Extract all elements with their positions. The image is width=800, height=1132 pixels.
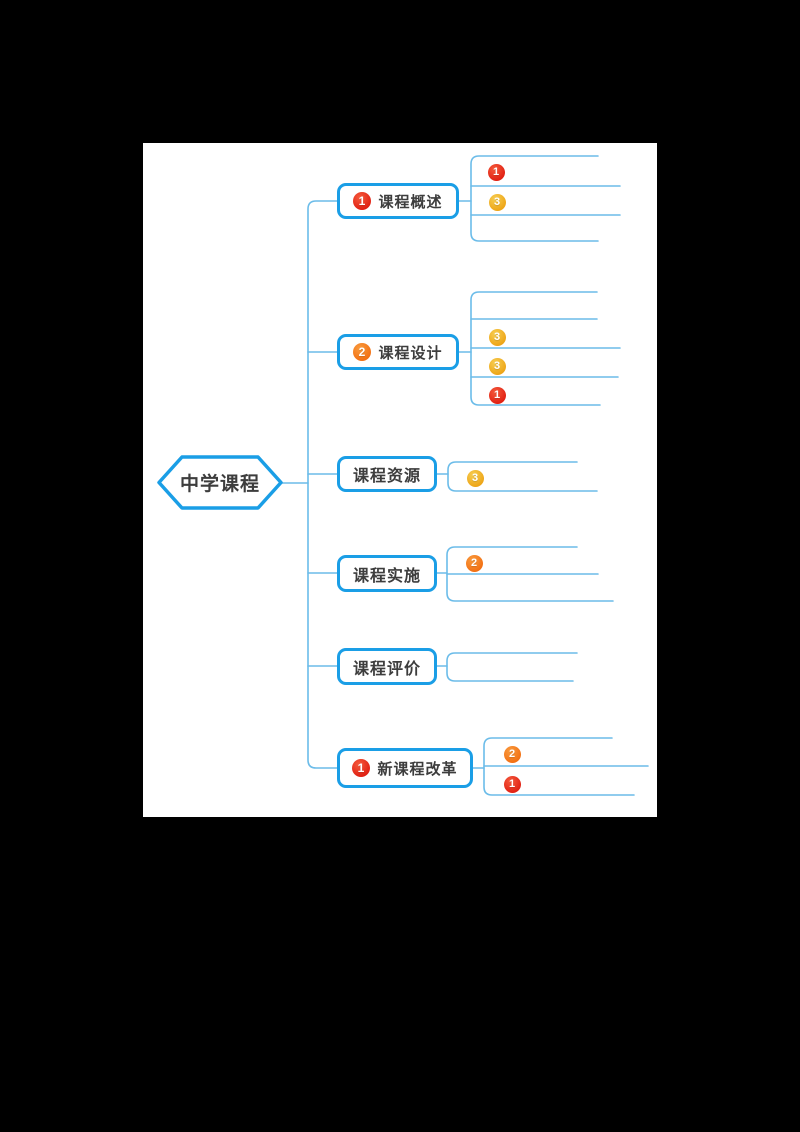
trunk-line (307, 200, 339, 769)
child-priority-badge[interactable]: 1 (503, 775, 521, 793)
branch-node-implement[interactable]: 课程实施 (337, 555, 437, 592)
branch-label: 课程评价 (352, 660, 421, 678)
branch-label: 课程概述 (378, 193, 443, 211)
child-underline (446, 652, 578, 682)
child-underline (470, 155, 599, 242)
child-priority-badge[interactable]: 3 (488, 328, 506, 346)
child-priority-badge[interactable]: 2 (503, 745, 521, 763)
hexagon-shape (157, 455, 283, 510)
child-priority-badge[interactable]: 1 (488, 386, 506, 404)
branch-label: 课程设计 (378, 344, 443, 362)
priority-badge: 1 (353, 192, 372, 210)
branch-label: 课程实施 (352, 567, 421, 585)
branch-node-reform[interactable]: 1 新课程改革 (337, 748, 473, 788)
priority-badge: 1 (352, 759, 371, 777)
branch-node-overview[interactable]: 1 课程概述 (337, 183, 459, 219)
child-underline (447, 461, 598, 492)
child-priority-badge[interactable]: 3 (488, 357, 506, 375)
child-priority-badge[interactable]: 1 (487, 163, 505, 181)
branch-label: 新课程改革 (377, 760, 458, 778)
branch-node-design[interactable]: 2 课程设计 (337, 334, 459, 370)
branch-node-evaluate[interactable]: 课程评价 (337, 648, 437, 685)
branch-node-resource[interactable]: 课程资源 (337, 456, 437, 492)
root-label: 中学课程 (179, 474, 260, 495)
connector-lines (280, 155, 649, 796)
root-node[interactable]: 中学课程 (157, 455, 283, 510)
child-priority-badge[interactable]: 3 (488, 193, 506, 211)
branch-label: 课程资源 (352, 468, 421, 485)
mindmap-canvas: 中学课程 1 课程概述 2 课程设计 课程资源 课程实施 课程评价 1 新课程改… (143, 143, 657, 817)
child-priority-badge[interactable]: 3 (466, 469, 484, 487)
child-priority-badge[interactable]: 2 (465, 554, 483, 572)
priority-badge: 2 (353, 343, 372, 361)
